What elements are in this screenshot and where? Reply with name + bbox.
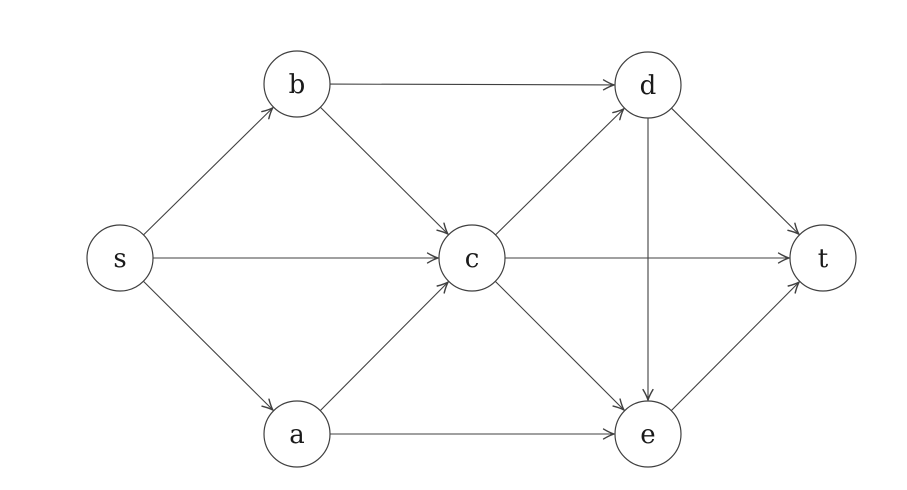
node-c	[438, 224, 506, 292]
node-label-b: b	[289, 70, 306, 100]
edge-d-t	[671, 107, 798, 234]
node-label-d: d	[640, 71, 657, 101]
edge-s-a	[143, 280, 272, 410]
node-label-e: e	[640, 420, 655, 450]
node-t	[789, 224, 857, 292]
node-d	[614, 51, 682, 119]
edge-b-d	[329, 84, 614, 85]
edge-a-c	[319, 282, 448, 411]
node-label-s: s	[113, 244, 126, 274]
node-label-a: a	[289, 420, 305, 450]
edge-b-c	[320, 106, 447, 234]
node-b	[263, 50, 331, 118]
node-label-c: c	[465, 244, 480, 274]
edge-e-t	[670, 282, 799, 411]
edge-c-d	[495, 109, 624, 236]
node-s	[86, 224, 154, 292]
node-label-t: t	[818, 244, 829, 274]
edge-c-e	[494, 280, 624, 410]
edge-s-b	[143, 108, 273, 236]
node-e	[614, 400, 682, 468]
node-a	[263, 400, 331, 468]
